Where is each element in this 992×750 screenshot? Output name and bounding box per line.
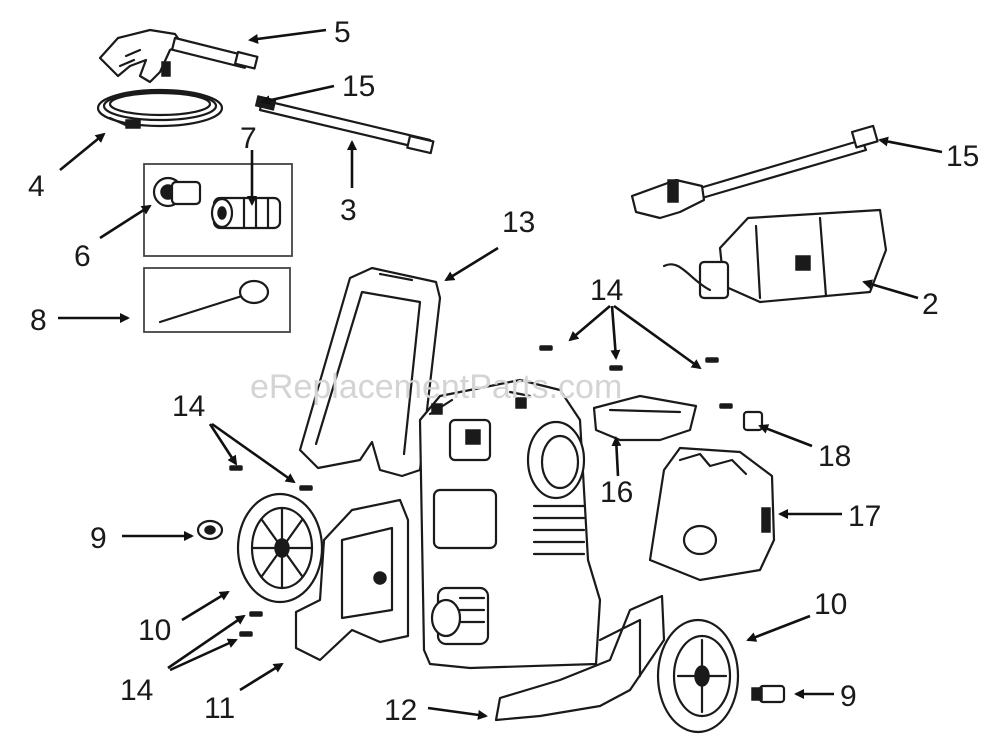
callout-6: 6 xyxy=(74,240,91,273)
callout-14-left: 14 xyxy=(172,390,205,423)
callout-2: 2 xyxy=(922,288,939,321)
callout-14-bottom: 14 xyxy=(120,674,153,707)
high-pressure-hose xyxy=(96,88,224,129)
left-wheel-bracket xyxy=(294,498,410,662)
right-axle-bolt xyxy=(751,684,786,704)
callout-9-left: 9 xyxy=(90,522,107,555)
motor-housing xyxy=(418,378,602,670)
callout-11: 11 xyxy=(204,692,235,725)
callout-10-right: 10 xyxy=(814,588,847,621)
quick-coupler xyxy=(210,196,282,230)
knob xyxy=(742,410,764,432)
callout-9-right: 9 xyxy=(840,680,857,713)
callout-3: 3 xyxy=(340,194,357,227)
left-wheel xyxy=(236,492,324,604)
callout-15-lance: 15 xyxy=(946,140,979,173)
callout-5: 5 xyxy=(334,16,351,49)
callout-16: 16 xyxy=(600,476,633,509)
callout-14-top: 14 xyxy=(590,274,623,307)
quick-connect-fitting xyxy=(152,176,202,208)
callout-15-wand: 15 xyxy=(342,70,375,103)
nozzle-cleaner-box xyxy=(143,267,291,333)
cover xyxy=(648,446,776,582)
callout-17: 17 xyxy=(848,500,881,533)
nozzle-cleaner-tool xyxy=(158,279,270,324)
callout-13: 13 xyxy=(502,206,535,239)
lance-assembly xyxy=(630,124,879,220)
callout-10-left: 10 xyxy=(138,614,171,647)
spray-gun xyxy=(98,28,259,84)
bracket xyxy=(592,394,698,442)
watermark-text: eReplacementParts.com xyxy=(250,368,622,406)
callout-8: 8 xyxy=(30,304,47,337)
callout-18: 18 xyxy=(818,440,851,473)
left-axle-bolt xyxy=(196,519,224,541)
callout-4: 4 xyxy=(28,170,45,203)
callout-labels: 5 15 4 7 3 6 8 15 13 2 14 14 18 16 9 17 … xyxy=(28,16,979,727)
right-wheel xyxy=(656,618,740,734)
callout-12: 12 xyxy=(384,694,417,727)
screws xyxy=(229,345,733,637)
pump xyxy=(662,208,888,304)
base xyxy=(494,594,666,722)
leader-arrows xyxy=(58,28,943,720)
handle xyxy=(298,266,442,478)
extension-wand xyxy=(254,95,435,155)
callout-7: 7 xyxy=(240,122,257,155)
